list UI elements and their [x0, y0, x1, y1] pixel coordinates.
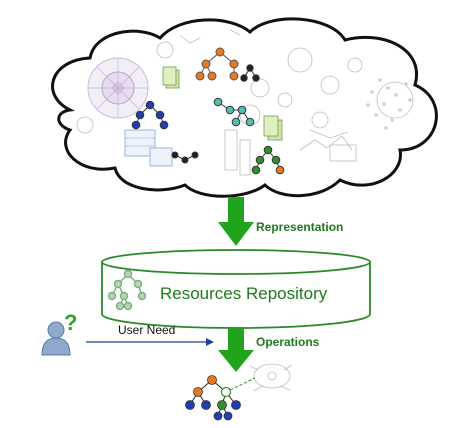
repository-label: Resources Repository [160, 284, 328, 303]
operations-arrow [218, 328, 254, 372]
repository-cylinder [101, 249, 371, 329]
operations-label: Operations [256, 335, 320, 349]
green-tree-icon [251, 145, 285, 175]
blue-tree-icon [131, 100, 169, 130]
document-icon [162, 66, 180, 89]
question-mark-icon: ? [64, 310, 77, 335]
chain-graph-icon [171, 151, 199, 164]
table-image [124, 129, 173, 167]
faint-mindmap-image [249, 363, 293, 392]
user-need-label: User Need [118, 323, 176, 337]
dark-tree-icon [240, 64, 260, 82]
orange-tree-icon [195, 47, 239, 81]
representation-label: Representation [256, 220, 344, 234]
network-graph-image [366, 78, 412, 130]
teal-tree-icon [213, 97, 255, 127]
result-graph [185, 363, 293, 421]
tree-graph-icon [107, 269, 147, 311]
faint-sketches [76, 29, 414, 176]
cloud-resources [76, 29, 414, 176]
user-icon [41, 321, 71, 356]
user-need-arrow [86, 338, 214, 346]
representation-arrow [218, 197, 254, 246]
radial-mindmap-image [87, 57, 149, 119]
document-icon [263, 115, 283, 141]
